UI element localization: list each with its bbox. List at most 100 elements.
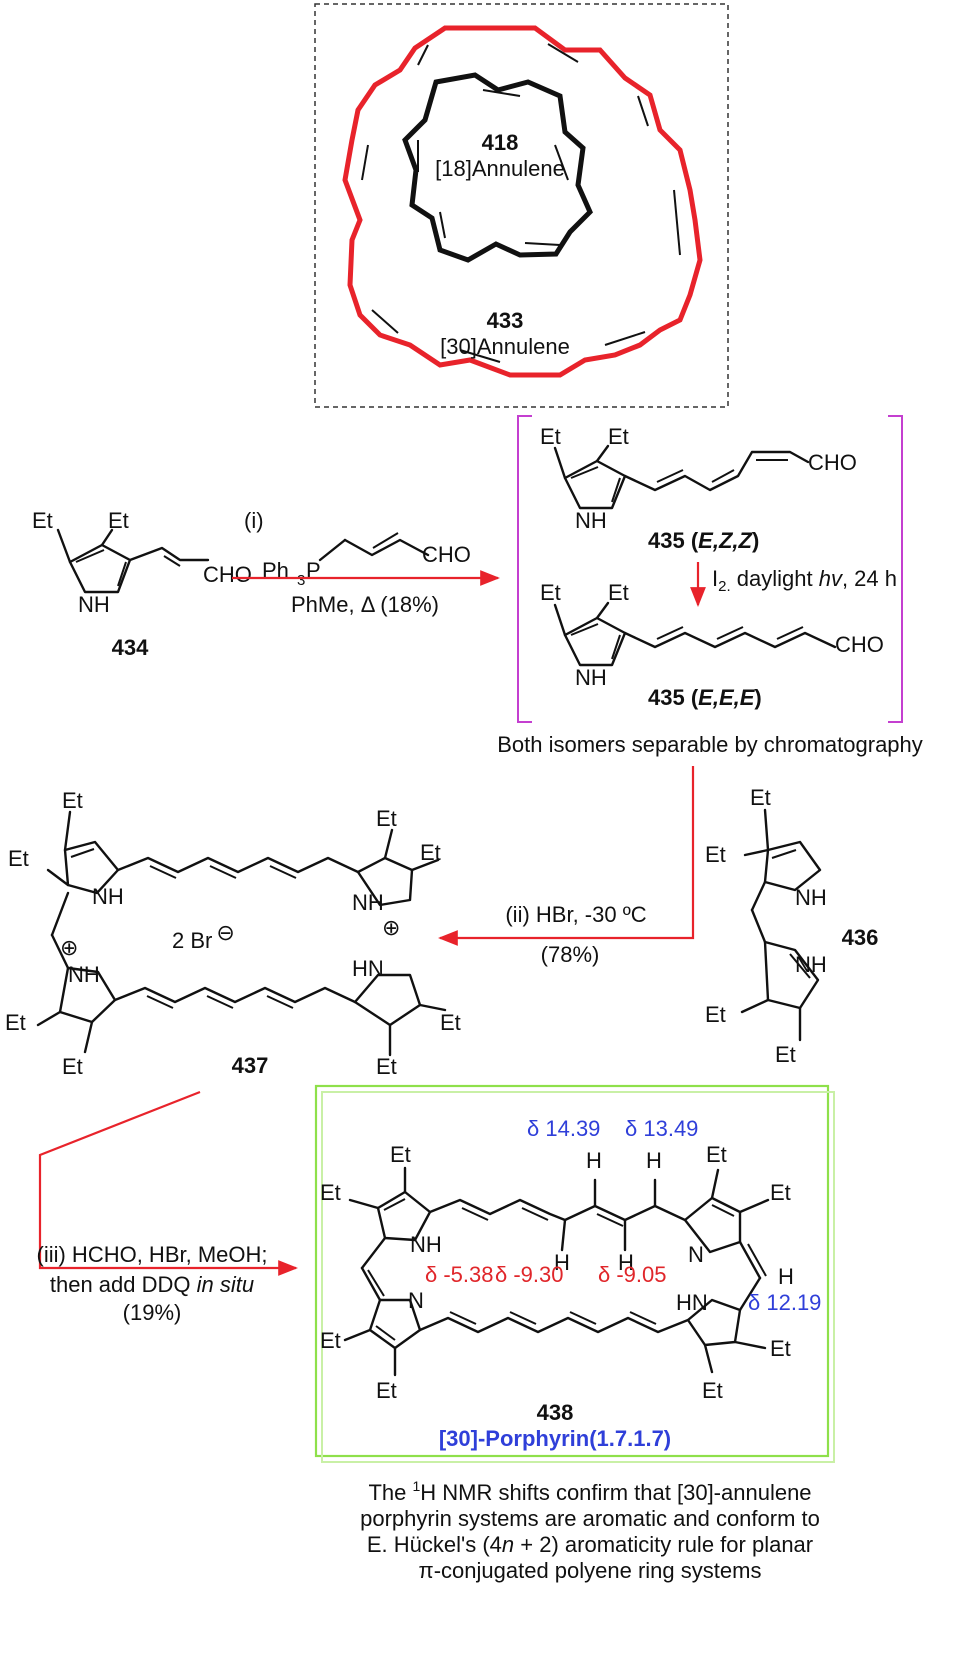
shift-minus-9-05: δ -9.05 xyxy=(598,1262,667,1287)
compound-435-ezz-et-1: Et xyxy=(540,424,561,449)
compound-438-et-4: Et xyxy=(770,1180,791,1205)
step-i-p: P xyxy=(306,558,321,583)
compound-437-number: 437 xyxy=(232,1053,269,1078)
compound-437-structure xyxy=(36,810,447,1057)
step-iii-arrow xyxy=(38,1090,298,1276)
compound-434-structure xyxy=(56,528,210,594)
compound-437-et-7: Et xyxy=(440,1010,461,1035)
caption-line-4: π-conjugated polyene ring systems xyxy=(419,1558,762,1583)
compound-438-structure xyxy=(343,1166,770,1377)
annulene-18-ring xyxy=(402,72,593,263)
compound-433-number: 433 xyxy=(487,308,524,333)
compound-437-counterion: 2 Br⊖ xyxy=(172,920,235,953)
compound-438-h-2: H xyxy=(646,1148,662,1173)
step-i-cho: CHO xyxy=(422,542,471,567)
compound-438-et-2: Et xyxy=(320,1180,341,1205)
compound-436-structure xyxy=(740,808,822,1042)
compound-437-plus-2: ⊕ xyxy=(60,935,78,960)
compound-438-et-8: Et xyxy=(702,1378,723,1403)
step-i-ylide-bond xyxy=(318,538,347,562)
compound-418-number: 418 xyxy=(482,130,519,155)
compound-437-et-3: Et xyxy=(376,806,397,831)
compound-438-n-1: N xyxy=(688,1242,704,1267)
compound-437-hn: HN xyxy=(352,956,384,981)
caption-line-1: The 1H NMR shifts confirm that [30]-annu… xyxy=(368,1478,811,1505)
step-iii-yield: (19%) xyxy=(123,1300,182,1325)
compound-436-et-3: Et xyxy=(705,1002,726,1027)
compound-437-et-4: Et xyxy=(420,840,441,865)
compound-438-h-1: H xyxy=(586,1148,602,1173)
compound-434-et-2: Et xyxy=(108,508,129,533)
compound-435-ezz-structure xyxy=(553,444,810,510)
caption-line-3: E. Hückel's (4n + 2) aromaticity rule fo… xyxy=(367,1532,813,1557)
compound-438-h-4: H xyxy=(618,1250,634,1275)
shift-14-39: δ 14.39 xyxy=(527,1116,600,1141)
compound-435-eee-et-1: Et xyxy=(540,580,561,605)
shift-12-19: δ 12.19 xyxy=(748,1290,821,1315)
isomer-bracket xyxy=(517,415,903,723)
step-i-reagent xyxy=(343,532,430,557)
compound-437-et-6: Et xyxy=(62,1054,83,1079)
step-ii-yield: (78%) xyxy=(541,942,600,967)
compound-436-number: 436 xyxy=(842,925,879,950)
compound-435-ezz-et-2: Et xyxy=(608,424,629,449)
shift-minus-9-30: δ -9.30 xyxy=(495,1262,564,1287)
porphyrin-box xyxy=(314,1084,830,1458)
step-i-conditions: PhMe, Δ (18%) xyxy=(291,592,439,617)
step-i-label: (i) xyxy=(244,508,264,533)
compound-436-nh-2: NH xyxy=(795,952,827,977)
compound-433-name: [30]Annulene xyxy=(440,334,570,359)
compound-437-et-8: Et xyxy=(376,1054,397,1079)
compound-436-et-4: Et xyxy=(775,1042,796,1067)
compound-435-eee-label: 435 (E,E,E) xyxy=(648,685,762,710)
step-iii-line1: (iii) HCHO, HBr, MeOH; xyxy=(37,1242,268,1267)
compound-438-n-2: N xyxy=(408,1288,424,1313)
shift-minus-5-38: δ -5.38 xyxy=(425,1262,494,1287)
compound-435-ezz-cho: CHO xyxy=(808,450,857,475)
compound-436-nh-1: NH xyxy=(795,885,827,910)
compound-435-eee-et-2: Et xyxy=(608,580,629,605)
compound-435-eee-nh: NH xyxy=(575,665,607,690)
separation-note: Both isomers separable by chromatography xyxy=(497,732,923,757)
annulene-box xyxy=(314,3,729,408)
compound-435-eee-cho: CHO xyxy=(835,632,884,657)
porphyrin-box-shadow xyxy=(321,1091,835,1463)
compound-438-et-7: Et xyxy=(770,1336,791,1361)
compound-438-et-5: Et xyxy=(320,1328,341,1353)
shift-13-49: δ 13.49 xyxy=(625,1116,698,1141)
compound-438-et-1: Et xyxy=(390,1142,411,1167)
compound-438-et-3: Et xyxy=(706,1142,727,1167)
compound-437-plus-1: ⊕ xyxy=(382,915,400,940)
compound-418-name: [18]Annulene xyxy=(435,156,565,181)
isomerization-conditions: I2. daylight hv, 24 h xyxy=(712,566,897,595)
step-i-sub: 3 xyxy=(297,572,305,589)
step-ii-label: (ii) HBr, -30 ºC xyxy=(505,902,646,927)
compound-437-nh-1: NH xyxy=(92,884,124,909)
compound-437-nh-2: NH xyxy=(352,890,384,915)
compound-437-et-2: Et xyxy=(8,846,29,871)
compound-438-name: [30]-Porphyrin(1.7.1.7) xyxy=(439,1426,671,1451)
compound-438-et-6: Et xyxy=(376,1378,397,1403)
compound-434-et-1: Et xyxy=(32,508,53,533)
compound-437-nh-3: NH xyxy=(68,962,100,987)
compound-437-et-5: Et xyxy=(5,1010,26,1035)
step-ii-arrow xyxy=(438,766,695,946)
caption-line-2: porphyrin systems are aromatic and confo… xyxy=(360,1506,820,1531)
annulene-30-ring xyxy=(342,25,703,378)
compound-438-h-5: H xyxy=(778,1264,794,1289)
compound-434-number: 434 xyxy=(112,635,149,660)
compound-434-cho: CHO xyxy=(203,562,252,587)
compound-435-ezz-nh: NH xyxy=(575,508,607,533)
compound-438-number: 438 xyxy=(537,1400,574,1425)
compound-438-hn: HN xyxy=(676,1290,708,1315)
compound-438-nh: NH xyxy=(410,1232,442,1257)
compound-436-et-2: Et xyxy=(705,842,726,867)
step-iii-line2: then add DDQ in situ xyxy=(50,1272,254,1297)
compound-436-et-1: Et xyxy=(750,785,771,810)
compound-437-et-1: Et xyxy=(62,788,83,813)
compound-438-h-3: H xyxy=(554,1250,570,1275)
compound-434-nh: NH xyxy=(78,592,110,617)
step-i-ph: Ph xyxy=(262,558,289,583)
compound-435-eee-structure xyxy=(553,601,837,667)
